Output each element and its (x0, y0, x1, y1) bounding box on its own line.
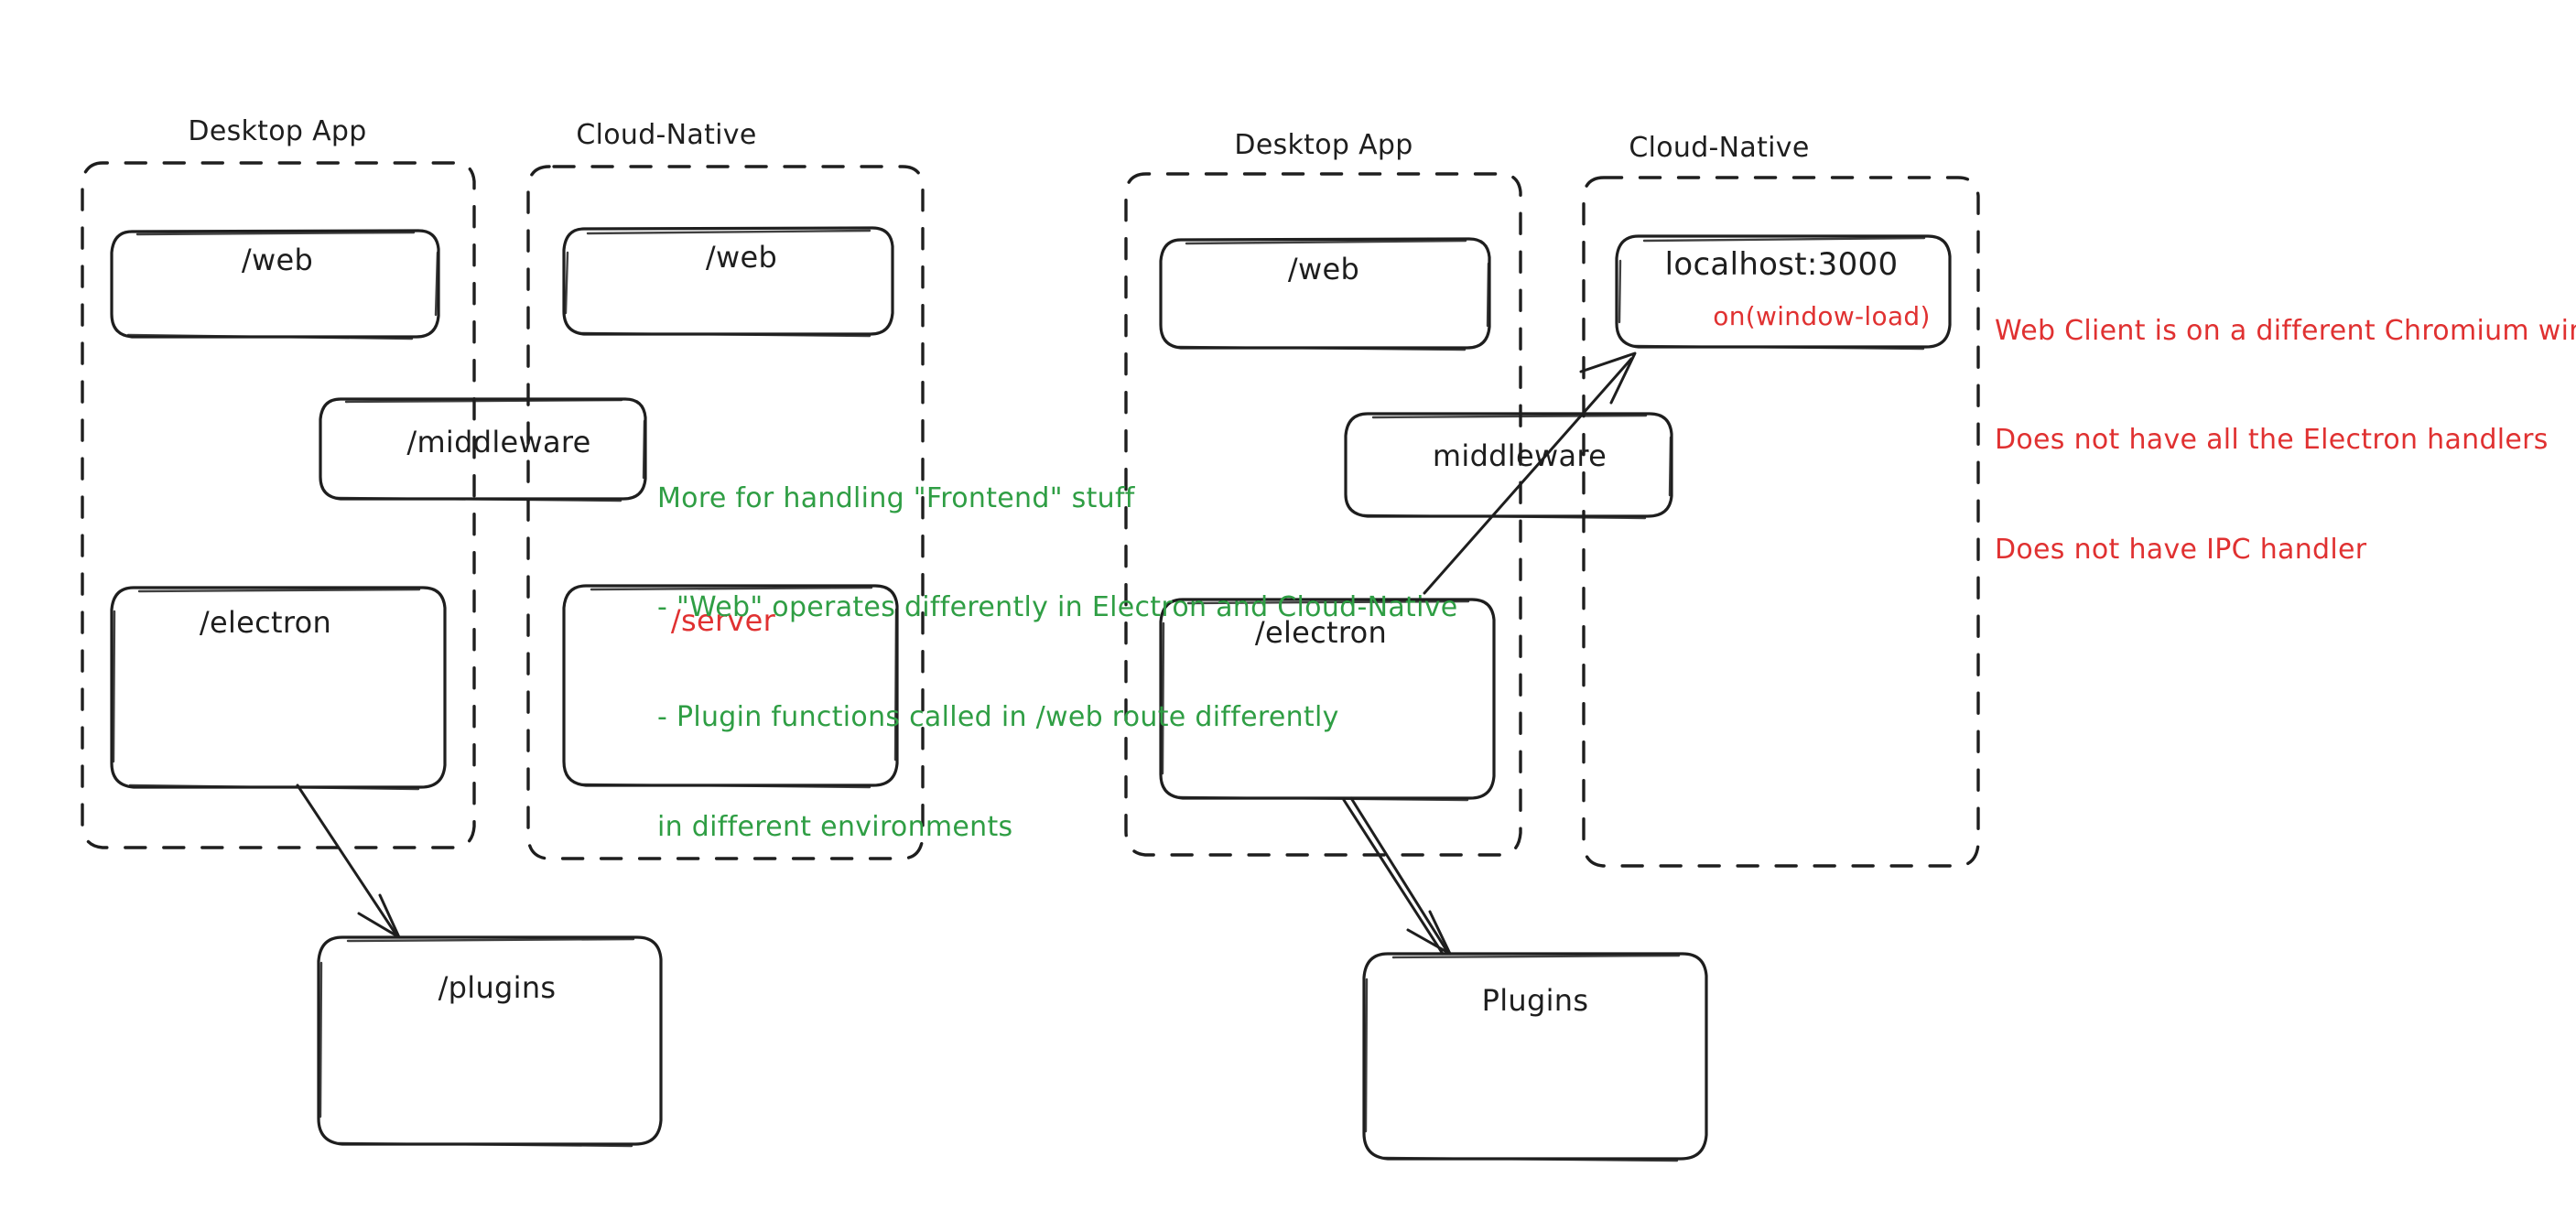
node-left-web-cloud[interactable] (562, 226, 894, 338)
annotation-green-line-3: - Plugin functions called in /web route … (657, 701, 1339, 734)
edge-right-electron-to-plugins (1342, 796, 1452, 956)
annotation-red-line-3: Does not have IPC handler (1995, 534, 2367, 567)
node-left-middleware[interactable] (319, 397, 647, 503)
node-label-left-web-desktop: /web (241, 243, 314, 277)
node-left-electron[interactable] (110, 586, 447, 791)
group-title-left-cloud-native: Cloud-Native (576, 119, 757, 151)
group-title-right-cloud-native: Cloud-Native (1629, 132, 1810, 164)
annotation-green-line-1: More for handling "Frontend" stuff (657, 481, 1135, 514)
node-label-left-electron: /electron (199, 605, 332, 640)
annotation-green-line-4: in different environments (657, 810, 1013, 843)
annotation-green-block: More for handling "Frontend" stuff - "We… (657, 407, 1458, 882)
node-left-web-desktop[interactable] (110, 229, 440, 340)
node-label-right-electron: /electron (1254, 615, 1388, 650)
node-label-right-middleware: middleware (1432, 438, 1607, 473)
node-label-right-localhost: localhost:3000 (1664, 246, 1899, 283)
node-right-web[interactable] (1159, 237, 1491, 351)
group-title-right-desktop-app: Desktop App (1234, 129, 1413, 161)
node-label-left-middleware: /middleware (406, 425, 591, 459)
edge-right-electron-to-localhost (1423, 351, 1637, 595)
annotation-red-line-2: Does not have all the Electron handlers (1995, 424, 2549, 457)
annotation-red-block: Web Client is on a different Chromium wi… (1995, 240, 2576, 605)
node-label-left-server: /server (670, 603, 776, 638)
node-left-server[interactable] (562, 584, 899, 789)
node-label-right-plugins: Plugins (1481, 983, 1589, 1018)
node-right-plugins[interactable] (1362, 952, 1708, 1162)
group-title-left-desktop-app: Desktop App (188, 115, 367, 147)
node-left-plugins[interactable] (317, 935, 663, 1148)
annotation-red-line-1: Web Client is on a different Chromium wi… (1995, 314, 2576, 347)
annotation-green-line-2: - "Web" operates differently in Electron… (657, 591, 1458, 624)
group-right-desktop-app (1124, 172, 1522, 857)
node-label-left-web-cloud: /web (705, 240, 778, 275)
edge-left-electron-to-plugins (296, 784, 401, 939)
node-label-left-plugins: /plugins (438, 970, 557, 1005)
node-right-localhost[interactable] (1615, 234, 1952, 351)
node-right-middleware[interactable] (1344, 412, 1673, 520)
group-left-desktop-app (81, 161, 476, 849)
node-label-right-web: /web (1287, 252, 1360, 286)
node-sublabel-right-localhost-on-window-load: on(window-load) (1713, 301, 1931, 331)
node-right-electron[interactable] (1159, 598, 1496, 802)
